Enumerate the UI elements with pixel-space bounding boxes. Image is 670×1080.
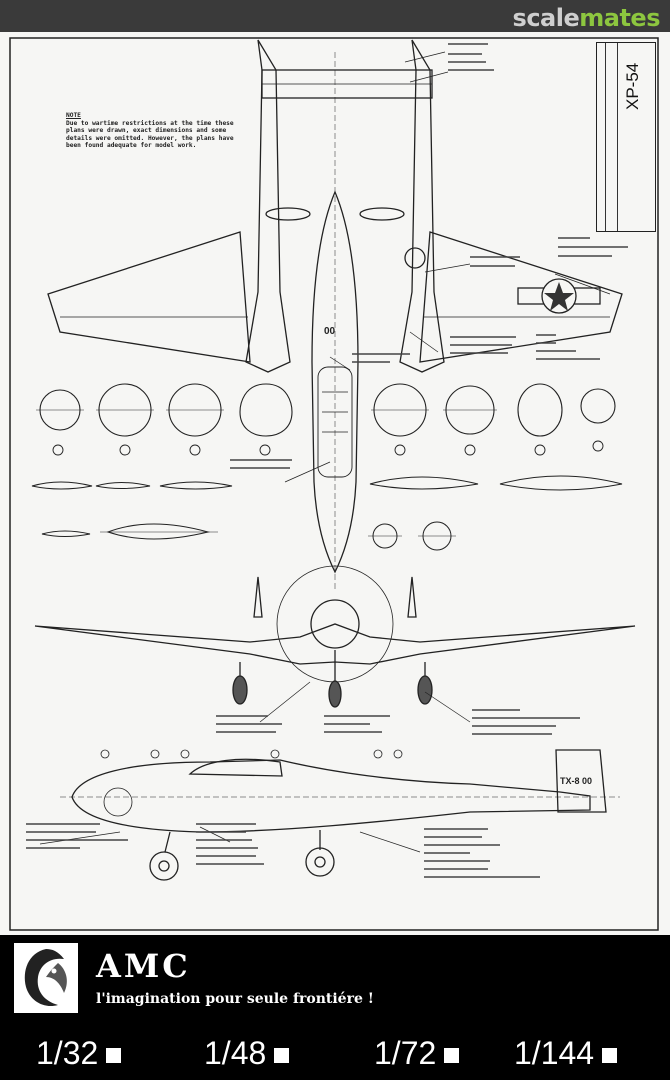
scale-label: 1/48 (204, 1035, 267, 1071)
aircraft-plan-drawing: TX-8 00 00 (9, 37, 659, 931)
top-bar: scalemates (0, 0, 670, 32)
side-tail-fin (555, 749, 607, 813)
scale-label: 1/32 (36, 1035, 99, 1071)
callout-text-marks (26, 43, 628, 878)
tail-number-text: TX-8 00 (560, 776, 592, 786)
fuselage-top (311, 190, 359, 574)
blueprint-sheet: TX-8 00 00 NOTE Due to wartime restricti… (0, 32, 670, 935)
amc-logo (14, 943, 78, 1013)
aircraft-type-label: XP-54 (623, 62, 642, 110)
note-title: NOTE (66, 112, 81, 119)
front-fins (253, 576, 417, 618)
square-bullet-icon (274, 1048, 290, 1063)
scale-item: 1/72 (374, 1035, 460, 1072)
dragon-logo-icon (24, 949, 67, 1007)
scale-item: 1/32 (36, 1035, 122, 1072)
callout-leaders (39, 51, 611, 853)
insignia-star (544, 282, 574, 311)
cross-sections (36, 383, 616, 456)
square-bullet-icon (602, 1048, 618, 1063)
scale-item: 1/48 (204, 1035, 290, 1072)
watermark-part1: scale (512, 4, 580, 32)
airfoil-sections (31, 475, 623, 551)
front-fuselage (310, 599, 360, 649)
footer: AMC l'imagination pour seule frontiére !… (0, 935, 670, 1080)
title-block: XP-54 (596, 42, 656, 232)
scale-label: 1/72 (374, 1035, 437, 1071)
brand-name: AMC (96, 947, 191, 985)
square-bullet-icon (444, 1048, 460, 1063)
side-fuselage (71, 759, 591, 833)
right-wing (419, 231, 623, 363)
right-boom (399, 39, 445, 373)
scale-label: 1/144 (514, 1035, 595, 1071)
left-wing (47, 231, 251, 363)
scalemates-watermark: scalemates (512, 4, 661, 32)
top-view (47, 39, 623, 592)
side-canopy (188, 758, 283, 777)
square-bullet-icon (106, 1048, 122, 1063)
nacelle-intake (404, 247, 426, 269)
nose-code-text: 00 (324, 326, 336, 337)
front-view (34, 565, 636, 708)
front-wing (34, 623, 636, 665)
note-text: Due to wartime restrictions at the time … (66, 119, 234, 150)
drawing-border (9, 37, 659, 931)
left-boom (245, 39, 291, 373)
brand-tagline: l'imagination pour seule frontiére ! (96, 991, 374, 1007)
propeller-left (265, 207, 311, 221)
scale-list: 1/32 1/48 1/72 1/144 (0, 1035, 670, 1079)
drawing-note: NOTE Due to wartime restrictions at the … (66, 112, 236, 150)
side-view (60, 749, 620, 881)
watermark-part2: mates (579, 4, 660, 32)
scale-item: 1/144 (514, 1035, 618, 1072)
propeller-right (359, 207, 405, 221)
